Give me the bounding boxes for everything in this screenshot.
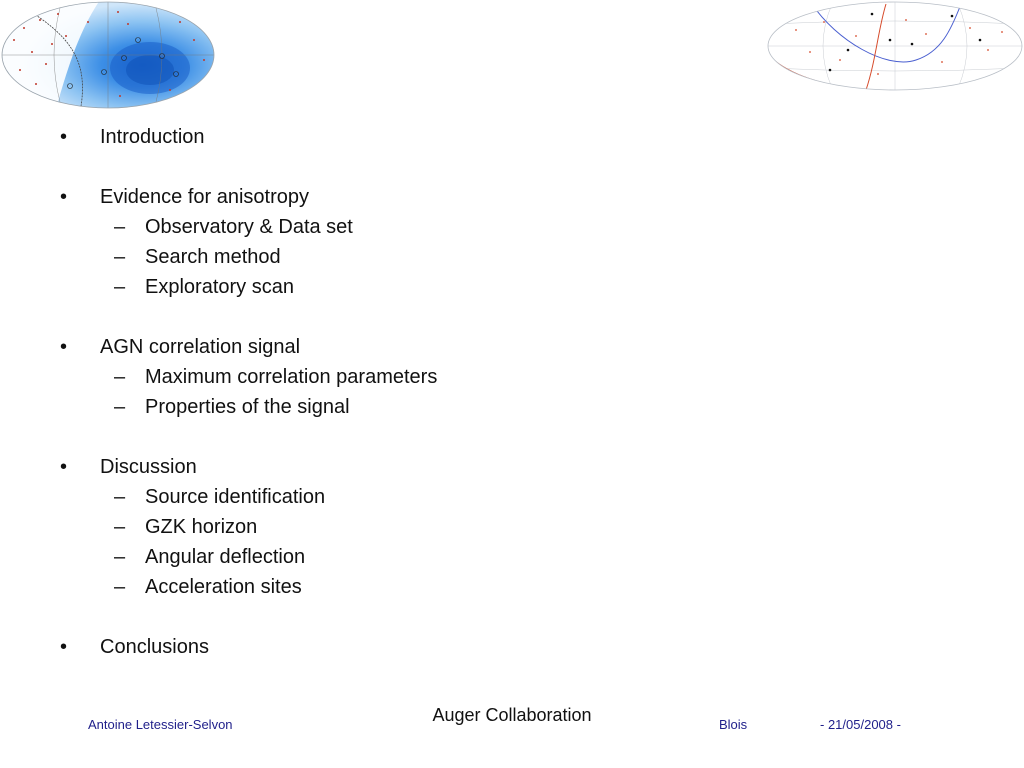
footer-date: - 21/05/2008 -: [820, 717, 901, 732]
dash-marker: –: [114, 276, 126, 298]
outline-subitem-text: Observatory & Data set: [145, 216, 353, 238]
outline-subitem-text: Properties of the signal: [145, 396, 350, 418]
outline-subitem-text: Search method: [145, 246, 281, 268]
footer-collaboration: Auger Collaboration: [432, 705, 592, 725]
bullet-marker: •: [60, 186, 68, 208]
bullet-marker: •: [60, 456, 68, 478]
footer-location: Blois: [719, 717, 748, 732]
outline-item-text: Introduction: [100, 126, 205, 148]
footer-author: Antoine Letessier-Selvon: [88, 717, 233, 732]
skymap-events-image: [767, 1, 1023, 91]
outline-item-text: Evidence for anisotropy: [100, 186, 310, 208]
outline-item-text: Conclusions: [100, 636, 209, 658]
dash-marker: –: [114, 576, 126, 598]
outline-item-text: AGN correlation signal: [100, 336, 301, 358]
outline-subitem-text: Exploratory scan: [145, 276, 294, 298]
outline-subitem-text: Angular deflection: [145, 546, 306, 568]
bullet-marker: •: [60, 126, 68, 148]
outline-item-text: Discussion: [100, 456, 197, 478]
dash-marker: –: [114, 516, 126, 538]
bullet-marker: •: [60, 636, 68, 658]
outline-subitem-text: Acceleration sites: [145, 576, 302, 598]
skymap-exposure-image: [1, 1, 215, 109]
bullet-marker: •: [60, 336, 68, 358]
dash-marker: –: [114, 216, 126, 238]
dash-marker: –: [114, 486, 126, 508]
dash-marker: –: [114, 366, 126, 388]
outline-subitem-text: GZK horizon: [145, 516, 258, 538]
outline-subitem-text: Maximum correlation parameters: [145, 366, 438, 388]
dash-marker: –: [114, 396, 126, 418]
outline-subitem-text: Source identification: [145, 486, 326, 508]
dash-marker: –: [114, 546, 126, 568]
dash-marker: –: [114, 246, 126, 268]
